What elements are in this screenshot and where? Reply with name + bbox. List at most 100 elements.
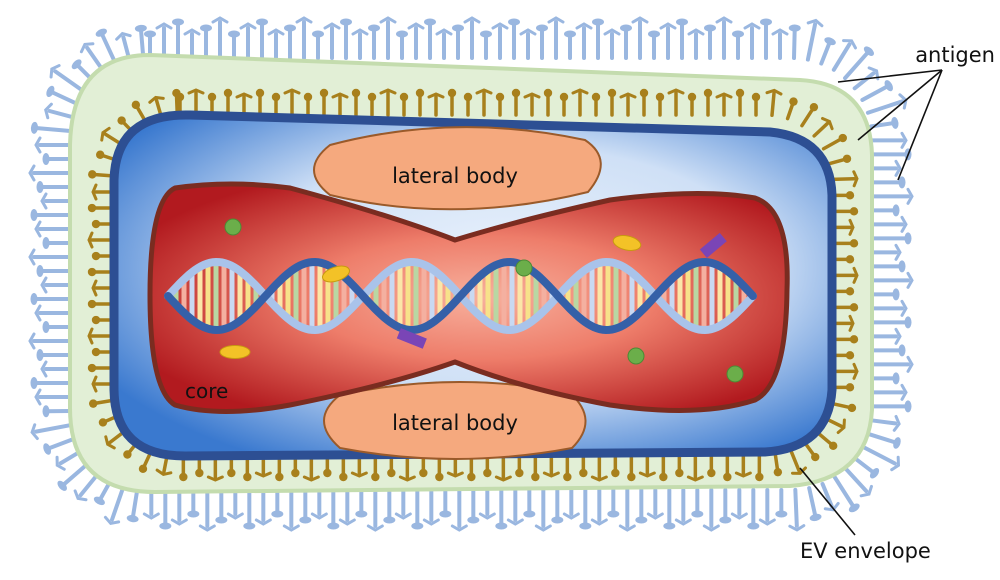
antigen-spike-head [732, 31, 744, 38]
antigen-spike [747, 490, 759, 530]
antigen-spike-head [704, 25, 716, 32]
antigen-spike [31, 209, 71, 221]
antigen-spike [353, 30, 367, 58]
antigen-spike [31, 377, 71, 389]
antigen-spike [607, 490, 619, 518]
antigen-spike [396, 31, 408, 59]
antigen-spike-head [43, 237, 50, 249]
membrane-spike-head [371, 473, 379, 481]
membrane-spike-head [627, 473, 635, 481]
dna-base-pair [206, 263, 211, 328]
antigen-spike-stem [834, 44, 850, 70]
antigen-spike [172, 19, 184, 59]
antigen-spike [105, 486, 123, 524]
antigen-spike-head [579, 523, 591, 530]
antigen-spike-head [899, 344, 906, 356]
antigen-spike [340, 490, 354, 524]
antigen-spike-head [648, 31, 660, 38]
antigen-spike [409, 24, 423, 58]
antigen-spike [508, 490, 522, 524]
antigen-spike [872, 400, 912, 412]
antigen-spike [872, 357, 912, 371]
antigen-spike [32, 425, 71, 439]
membrane-spike-head [172, 89, 180, 97]
antigen-spike [661, 24, 675, 58]
membrane-spike-head [88, 170, 96, 178]
green-particle [516, 260, 532, 276]
antigen-spike-stem [34, 128, 70, 131]
antigen-leader-line [838, 70, 942, 82]
antigen-spike-head [809, 513, 822, 522]
antigen-spike [872, 204, 900, 216]
antigen-spike [228, 490, 242, 518]
membrane-spike-head [846, 191, 854, 199]
membrane-spike-head [659, 473, 667, 481]
antigen-spike [200, 490, 214, 530]
antigen-spike [872, 344, 906, 356]
antigen-spike [872, 133, 906, 147]
antigen-spike-head [719, 517, 731, 524]
dna-base-pair [310, 262, 315, 330]
membrane-spike-head [848, 404, 856, 412]
antigen-spike [872, 245, 900, 259]
antigen-spike-head [92, 495, 106, 507]
antigen-spike [872, 148, 912, 160]
membrane-spike-head [563, 473, 571, 481]
antigen-spike [775, 490, 787, 518]
antigen-spike [633, 18, 647, 58]
dna-base-pair [606, 262, 611, 330]
antigen-spike [789, 24, 801, 58]
antigen-spike [284, 25, 296, 59]
antigen-spike-head [480, 31, 492, 38]
antigen-spike-stem [795, 490, 796, 526]
membrane-spike-head [352, 89, 360, 97]
antigen-spike-head [271, 511, 283, 518]
dna-base-pair [190, 272, 195, 319]
dna-base-pair [302, 264, 307, 328]
membrane-spike-stem [772, 93, 774, 115]
membrane-spike-head [117, 116, 125, 124]
antigen-spike-head [215, 517, 227, 524]
dna-base-pair [318, 263, 323, 330]
membrane-spike-head [829, 442, 837, 450]
antigen-spike [284, 490, 298, 530]
membrane-spike-head [752, 93, 760, 101]
antigen-spike-head [37, 349, 44, 361]
antigen-spike [215, 490, 227, 524]
antigen-spike [620, 25, 632, 59]
membrane-spike-head [850, 303, 858, 311]
antigen-spike-head [187, 511, 199, 518]
membrane-spike-head [515, 469, 523, 477]
antigen-spike-stem [50, 111, 73, 117]
membrane-spike-head [448, 89, 456, 97]
antigen-spike [872, 189, 912, 203]
lateral-body-label-bottom: lateral body [392, 411, 518, 435]
membrane-spike-head [243, 473, 251, 481]
antigen-spike [43, 237, 71, 249]
membrane-spike-head [496, 93, 504, 101]
antigen-spike-stem [133, 489, 138, 519]
antigen-spike-head [243, 523, 255, 530]
antigen-spike [719, 490, 731, 524]
membrane-spike-head [755, 473, 763, 481]
antigen-spike [855, 459, 880, 480]
antigen-spike-head [37, 181, 44, 193]
membrane-spike-head [464, 93, 472, 101]
membrane-spike-head [656, 93, 664, 101]
lateral-body-label-top: lateral body [392, 164, 518, 188]
antigen-spike [868, 95, 906, 113]
antigen-spike-head [893, 204, 900, 216]
membrane-spike-head [92, 252, 100, 260]
antigen-spike [37, 181, 71, 193]
antigen-spike [37, 265, 71, 277]
membrane-spike-head [88, 268, 96, 276]
dna-base-pair [494, 265, 499, 327]
antigen-spike [42, 362, 70, 376]
antigen-spike [30, 250, 70, 264]
membrane-spike-head [850, 335, 858, 343]
membrane-spike-head [323, 469, 331, 477]
green-particle [628, 348, 644, 364]
antigen-spike [368, 490, 382, 530]
antigen-spike-stem [55, 71, 84, 92]
antigen-spike [760, 490, 774, 524]
